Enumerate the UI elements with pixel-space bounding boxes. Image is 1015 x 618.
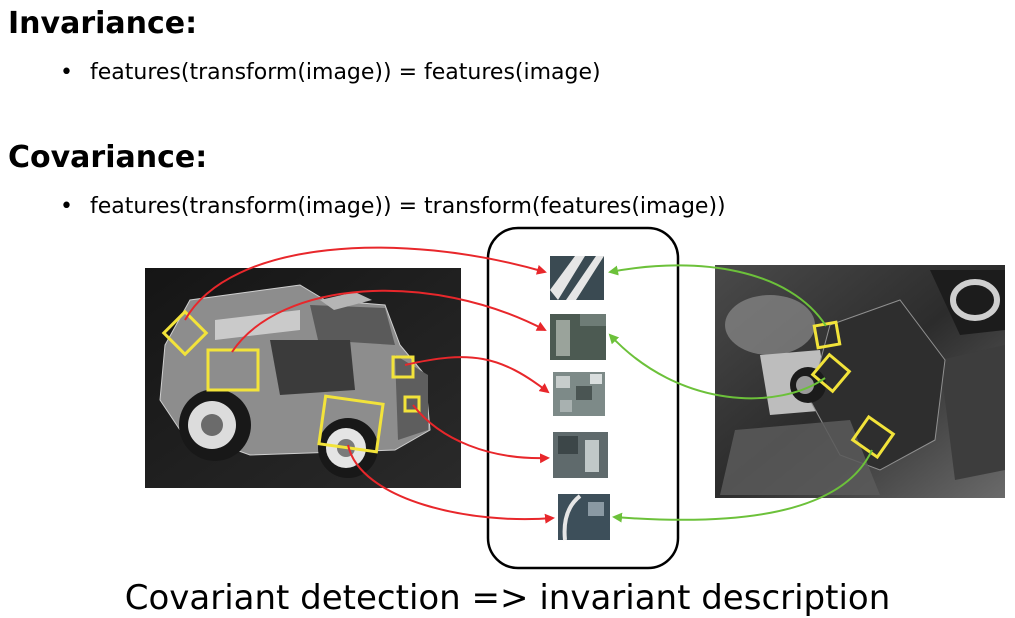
left-toy-truck-image (145, 268, 461, 488)
normalized-patch-3 (553, 372, 605, 416)
red-arrow-1 (184, 246, 547, 321)
covariance-bullet: • features(transform(image)) = transform(… (60, 194, 726, 219)
right-cluttered-scene-image (715, 265, 1005, 498)
normalized-patch-2 (550, 314, 606, 360)
green-arrow-2 (608, 333, 826, 400)
right-arrows (608, 264, 873, 523)
invariance-heading: Invariance: (8, 6, 198, 41)
red-arrow-3 (404, 356, 550, 394)
bullet-icon: • (60, 60, 73, 85)
red-arrow-2 (231, 289, 547, 353)
figure-caption: Covariant detection => invariant descrip… (124, 578, 891, 618)
red-arrow-4 (412, 404, 550, 464)
normalized-patch-1 (550, 256, 604, 300)
green-arrow-3 (612, 449, 873, 523)
invariance-formula: features(transform(image)) = features(im… (90, 60, 601, 85)
invariance-bullet: • features(transform(image)) = features(i… (60, 60, 601, 85)
left-arrows (184, 246, 555, 524)
red-arrow-5 (347, 444, 555, 524)
normalized-patches-container (486, 226, 680, 570)
covariance-formula: features(transform(image)) = transform(f… (90, 194, 726, 219)
covariance-heading: Covariance: (8, 140, 208, 175)
normalized-patch-4 (553, 432, 608, 478)
normalized-patch-5 (558, 494, 610, 541)
green-arrow-1 (608, 264, 827, 327)
bullet-icon: • (60, 194, 73, 219)
